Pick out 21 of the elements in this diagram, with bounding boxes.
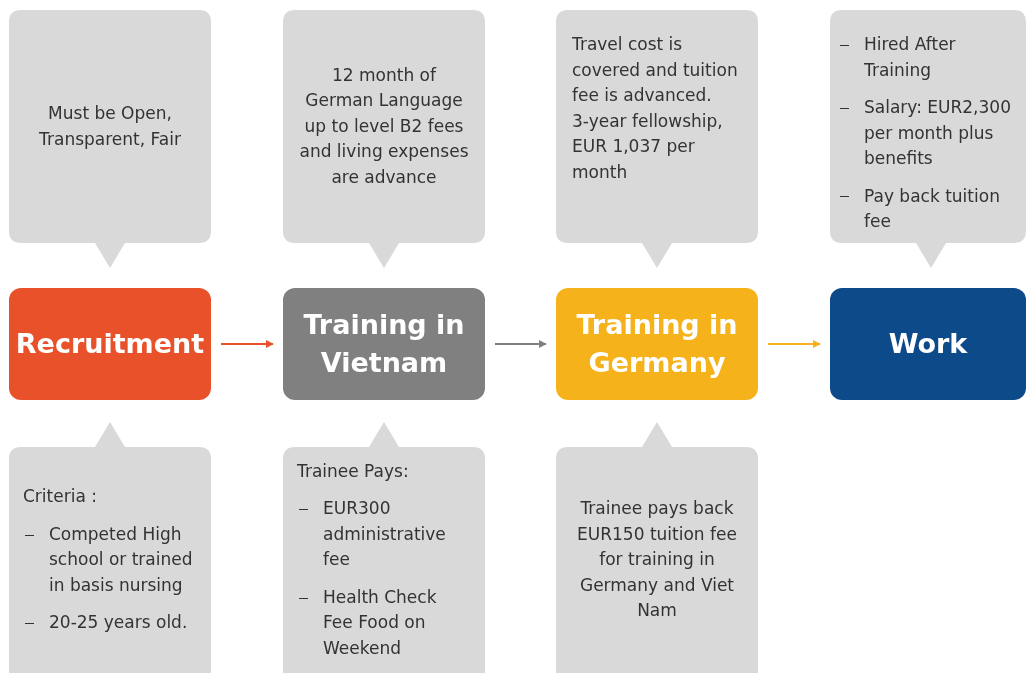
- process-box: Training in Germany: [556, 288, 758, 400]
- arrow: [220, 340, 274, 348]
- callout-text: 3-year fellowship, EUR 1,037 per month: [572, 109, 724, 184]
- arrow: [767, 340, 821, 348]
- callout-text: Trainee Pays:: [297, 459, 410, 483]
- process-box: Recruitment: [9, 288, 211, 400]
- process-box: Work: [830, 288, 1026, 400]
- arrow: [494, 340, 547, 348]
- callout-text: Trainee pays back EUR150 tuition fee for training in Germany and Viet Nam: [576, 497, 738, 623]
- list-item: Health Check Fee Food on Weekend: [297, 584, 471, 662]
- list-item: Salary: EUR2,300 per month plus benefits: [838, 95, 1018, 172]
- callout-text: Criteria :: [23, 485, 98, 509]
- list-item: Hired After Training: [838, 32, 1018, 83]
- list-item: Competed High school or trained in basis nursing: [23, 521, 197, 599]
- callout-text: 12 month of German Language up to level B2 fees and living expenses are advance: [298, 63, 470, 189]
- process-box: Training in Vietnam: [283, 288, 485, 400]
- list-item: 20-25 years old.: [23, 610, 197, 636]
- callout-text: Must be Open, Transparent, Fair: [38, 102, 182, 151]
- list-item: EUR300 administrative fee: [297, 496, 471, 573]
- callout-text: Travel cost is covered and tuition fee is advanced.: [572, 33, 739, 107]
- list-item: Pay back tuition fee: [838, 183, 1018, 235]
